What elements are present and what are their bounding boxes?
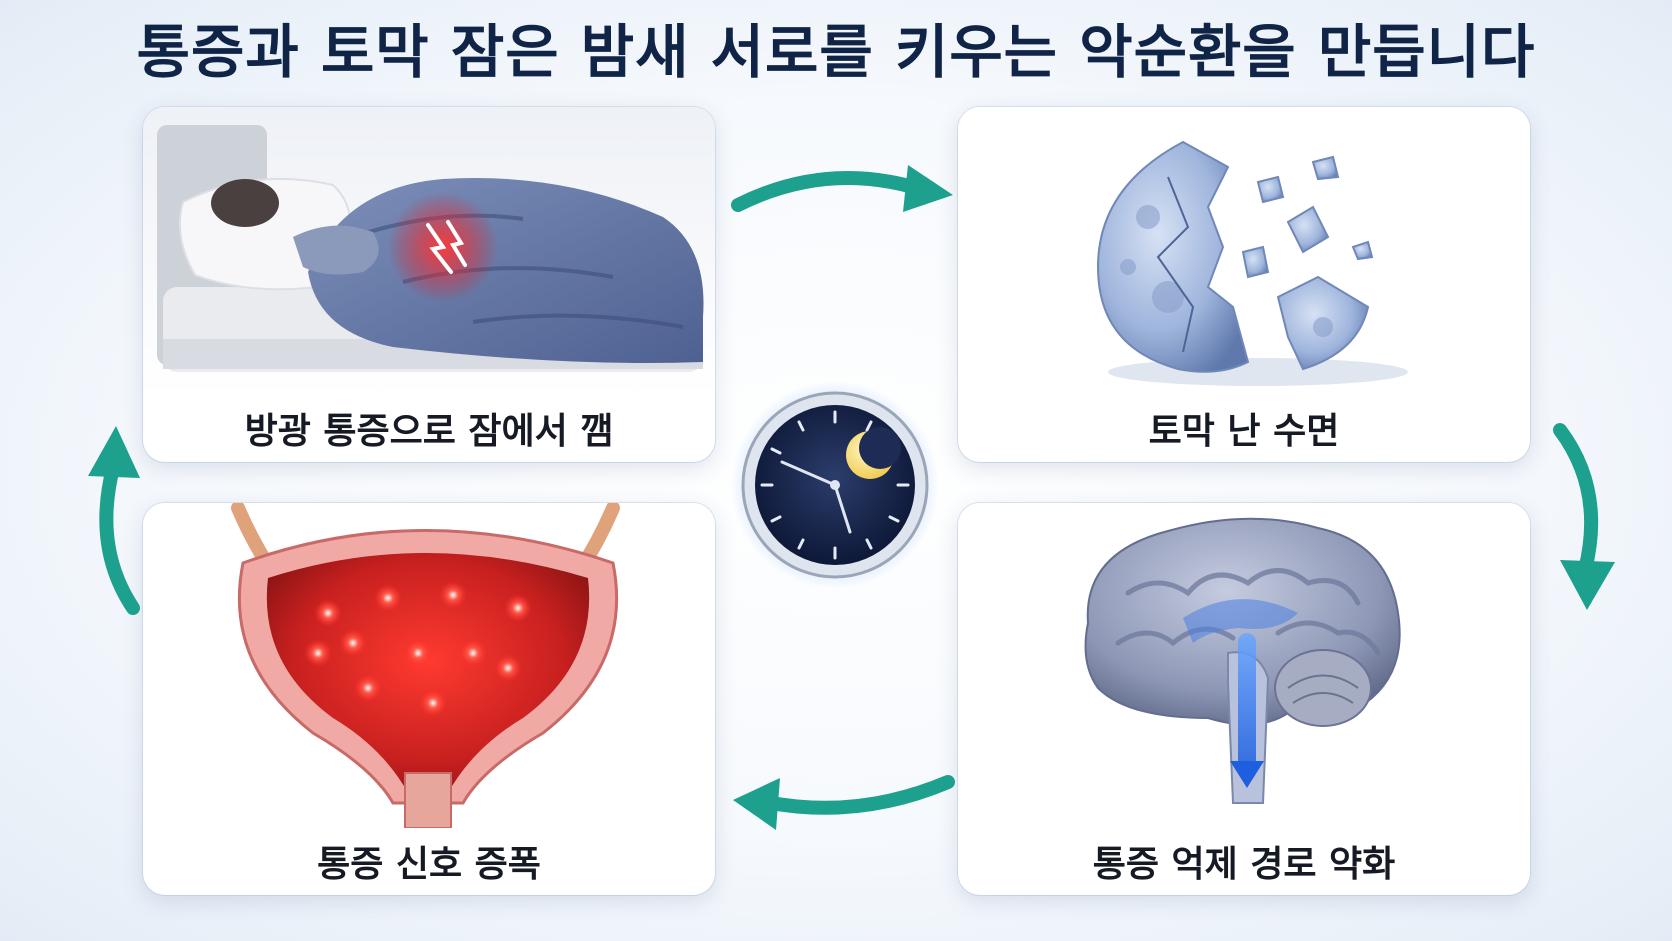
card-bladder-pain-wake: 방광 통증으로 잠에서 깸 [143, 107, 715, 462]
shattered-moon-illustration [958, 107, 1530, 397]
card-fragmented-sleep: 토막 난 수면 [958, 107, 1530, 462]
card-label-fragmented-sleep: 토막 난 수면 [1148, 411, 1340, 452]
card-pain-signal-amplified: 통증 신호 증폭 [143, 503, 715, 895]
card-pain-inhibition-weakened: 통증 억제 경로 약화 [958, 503, 1530, 895]
card-label-pain-signal-amplified: 통증 신호 증폭 [317, 844, 541, 885]
brain-pathway-illustration [958, 503, 1530, 828]
card-label-bladder-pain-wake: 방광 통증으로 잠에서 깸 [244, 411, 614, 452]
cycle-arrow-down-icon [1553, 423, 1615, 610]
night-clock-icon [731, 381, 939, 589]
card-label-pain-inhibition-weakened: 통증 억제 경로 약화 [1092, 844, 1396, 885]
cycle-arrow-up-icon [88, 426, 140, 615]
sleeping-person-pain-illustration [143, 107, 715, 397]
cycle-arrow-right-icon [731, 165, 953, 212]
page-title: 통증과 토막 잠은 밤새 서로를 키우는 악순환을 만듭니다 [136, 18, 1536, 86]
bladder-illustration [143, 503, 715, 828]
cycle-arrow-left-icon [733, 775, 955, 830]
